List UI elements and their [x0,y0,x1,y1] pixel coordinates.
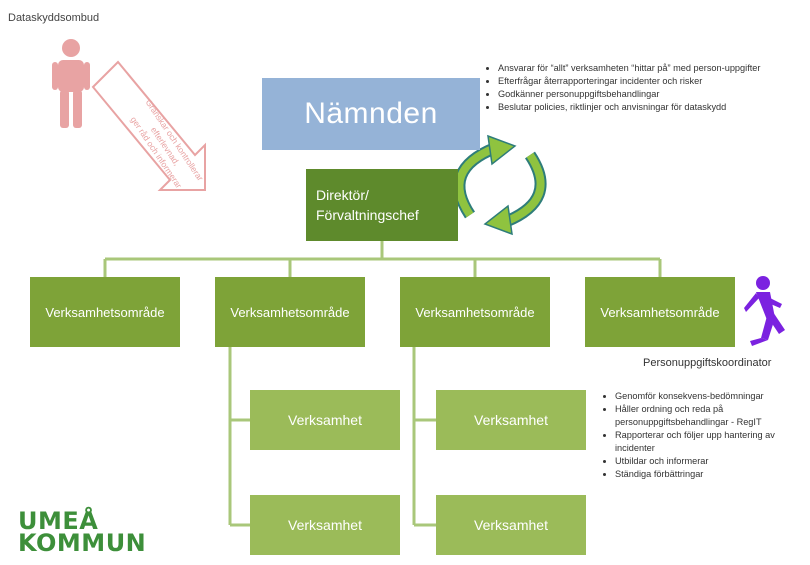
verksamhet-box: Verksamhet [436,495,586,555]
verksamhetsomrade-box: Verksamhetsområde [585,277,735,347]
cycle-arrows-icon [453,134,547,236]
verksamhetsomrade-box: Verksamhetsområde [215,277,365,347]
koordinator-bullet: Utbildar och informerar [615,455,793,468]
koordinator-bullet: Genomför konsekvens-bedömningar [615,390,793,403]
koordinator-label: Personuppgiftskoordinator [643,357,772,369]
namnden-bullet: Ansvarar för “allt” verksamheten “hittar… [498,62,804,75]
verksamhet-label: Verksamhet [474,412,548,428]
verksamhetsomrade-label: Verksamhetsområde [415,304,535,320]
dpo-arrow-icon [91,60,206,191]
koordinator-person-icon [744,276,785,346]
verksamhetsomrade-label: Verksamhetsområde [230,304,350,320]
koordinator-bullet: Håller ordning och reda på personuppgift… [615,403,793,429]
namnden-bullet: Godkänner personuppgiftsbehandlingar [498,88,804,101]
verksamhet-box: Verksamhet [436,390,586,450]
verksamhetsomrade-box: Verksamhetsområde [30,277,180,347]
verksamhet-label: Verksamhet [474,517,548,533]
connector-lines [103,241,662,527]
verksamhet-box: Verksamhet [250,390,400,450]
direktor-label-line2: Förvaltningschef [316,207,419,223]
namnden-bullet: Efterfrågar återrapporteringar incidente… [498,75,804,88]
koordinator-bullet: Rapporterar och följer upp hantering av … [615,429,793,455]
dpo-person-icon [52,39,90,128]
namnden-label: Nämnden [304,97,438,130]
umea-kommun-logo: UMEÅ KOMMUN [18,507,147,557]
verksamhet-label: Verksamhet [288,412,362,428]
logo-line1: UMEÅ [18,507,99,535]
verksamhet-box: Verksamhet [250,495,400,555]
verksamhet-label: Verksamhet [288,517,362,533]
dpo-label: Dataskyddsombud [8,12,100,24]
namnden-bullet: Beslutar policies, riktlinjer och anvisn… [498,101,804,114]
logo-line2: KOMMUN [18,529,147,557]
direktor-box: Direktör/ Förvaltningschef [306,169,458,241]
namnden-box: Nämnden [262,78,480,150]
verksamhetsomrade-box: Verksamhetsområde [400,277,550,347]
verksamhetsomrade-label: Verksamhetsområde [600,304,720,320]
verksamhetsomrade-label: Verksamhetsområde [45,304,165,320]
namnden-bullets: Ansvarar för “allt” verksamheten “hittar… [486,62,804,114]
koordinator-bullets: Genomför konsekvens-bedömningar Håller o… [603,390,793,481]
direktor-label-line1: Direktör/ [316,187,369,203]
koordinator-bullet: Ständiga förbättringar [615,468,793,481]
